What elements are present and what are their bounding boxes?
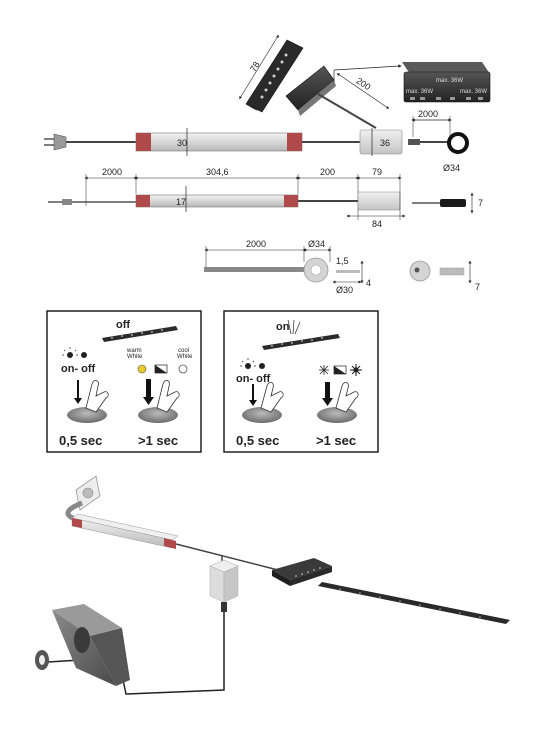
junction-box-side — [357, 191, 401, 211]
dim-low-icon — [319, 365, 329, 375]
press-short-illustration — [67, 380, 109, 423]
dim-module-width: 78 — [248, 60, 262, 74]
toggle-label-right: on- off — [236, 373, 271, 385]
dim-module-cable: 200 — [354, 76, 372, 93]
time-short-left: 0,5 sec — [59, 433, 102, 448]
dim-high-icon — [350, 364, 362, 376]
touch-pad-assembly: 2000 Ø34 1,5 4 Ø30 — [204, 239, 371, 295]
bulb-off-icon — [81, 352, 87, 358]
dim-pad-height: 4 — [366, 278, 371, 288]
driver-end-cap-left — [136, 133, 151, 151]
led-strip-iso — [318, 582, 510, 624]
dim-box-length: 79 — [372, 167, 382, 177]
warm-label-2: White — [127, 354, 143, 360]
time-long-left: >1 sec — [138, 433, 178, 448]
hub-label-left: max. 36W — [406, 89, 433, 95]
driver-body — [135, 132, 303, 152]
hub-label-top: max. 36W — [436, 78, 463, 84]
driver-assembly-side: 2000 304,6 17 200 79 84 7 — [48, 167, 483, 229]
led-module: 78 10 200 — [239, 34, 402, 129]
knob-assembly: 7 — [409, 260, 480, 292]
driver-body-side — [135, 194, 299, 208]
dim-driver-height-2: 17 — [176, 197, 186, 207]
dim-driver-height-1: 30 — [177, 138, 187, 148]
time-long-right: >1 sec — [316, 433, 356, 448]
brightness-transition-icon — [333, 365, 347, 375]
driver-iso — [71, 513, 179, 549]
cool-label-2: White — [177, 354, 193, 360]
touch-ring-iso — [35, 650, 49, 670]
bulb-off-icon-right — [259, 363, 265, 369]
instruction-panel-off: off on- off warm White cool White — [46, 310, 202, 453]
press-short-illustration-right — [242, 382, 284, 423]
light-rays-icon — [287, 319, 301, 335]
dim-box-width: 84 — [372, 219, 382, 229]
cool-label-1: cool — [178, 348, 189, 354]
strip-state-label-off: off — [116, 319, 130, 331]
press-long-illustration — [138, 379, 180, 423]
dim-pad-cable: 2000 — [246, 239, 266, 249]
sensor-block — [52, 604, 130, 686]
instruction-panel-on: on on- off — [223, 310, 379, 453]
dim-box-height: 36 — [380, 138, 390, 148]
touch-button-ring — [447, 132, 469, 154]
dim-module-height: 10 — [249, 98, 263, 112]
dim-plug-height: 7 — [478, 198, 483, 208]
junction-box — [359, 129, 403, 155]
time-short-right: 0,5 sec — [236, 433, 279, 448]
warm-white-icon — [137, 364, 147, 374]
driver-end-cap-right — [287, 133, 302, 151]
knob-front — [409, 260, 431, 282]
hub-iso — [272, 558, 332, 586]
press-long-illustration-right — [317, 382, 359, 423]
dim-connector-length: 200 — [320, 167, 335, 177]
dim-pad-diameter-outer: Ø34 — [308, 239, 325, 249]
cool-white-icon — [178, 364, 188, 374]
dim-knob-height: 7 — [475, 282, 480, 292]
dim-pad-thickness: 1,5 — [336, 256, 349, 266]
driver-assembly-top: 30 36 2000 Ø34 — [44, 109, 469, 173]
junction-box-iso — [209, 556, 239, 612]
warm-label-1: warm — [126, 348, 142, 354]
dim-transition-icon — [154, 364, 168, 374]
dim-cable-to-button: 2000 — [418, 109, 438, 119]
power-plug — [44, 133, 136, 151]
distribution-hub: max. 36W max. 36W max. 36W — [402, 62, 491, 103]
installation-scene — [35, 475, 510, 695]
dim-pad-diameter-inner: Ø30 — [336, 285, 353, 295]
dim-lead-length: 2000 — [102, 167, 122, 177]
dim-driver-length: 304,6 — [206, 167, 229, 177]
dim-button-diameter: Ø34 — [443, 163, 460, 173]
bulb-on-icon — [62, 347, 78, 358]
hub-label-right: max. 36W — [460, 89, 487, 95]
strip-state-label-on: on — [276, 321, 290, 333]
bulb-on-icon-right — [240, 358, 256, 369]
toggle-label-left: on- off — [61, 363, 96, 375]
